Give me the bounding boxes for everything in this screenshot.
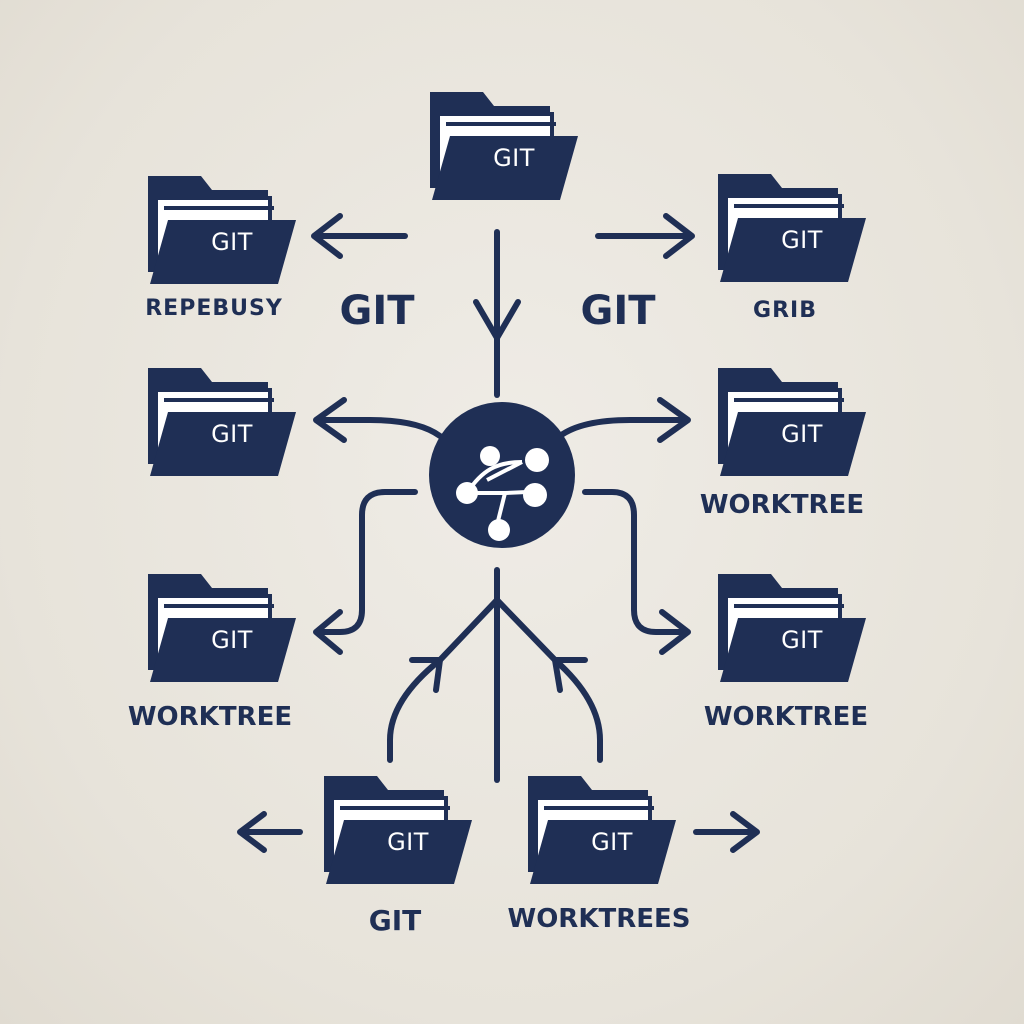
folder-icon [718, 174, 866, 282]
arrow-hub-left-3 [315, 489, 418, 635]
git-branch-network-icon [429, 402, 575, 548]
folder-label: GIT [781, 420, 823, 448]
arrow-hub-left-2 [315, 417, 443, 439]
folder-left-1: GIT [146, 172, 296, 284]
bottom-branch-left [387, 597, 500, 763]
folder-icon [718, 574, 866, 682]
arrow-hub-right-2 [557, 417, 689, 439]
arrow-hub-right-3 [582, 489, 689, 635]
arrow-bottom-left-head [237, 811, 267, 853]
folder-label: GIT [211, 228, 253, 256]
top-down-arrowhead [473, 299, 521, 341]
folder-right-2: GIT [716, 364, 866, 476]
folder-left-2: GIT [146, 364, 296, 476]
folder-label: GIT [211, 420, 253, 448]
folder-bottom-left: GIT [322, 772, 472, 884]
arrow-hub-left-2-head [313, 397, 347, 443]
arrow-hub-right-2-head [657, 397, 691, 443]
folder-right-1: GIT [716, 170, 866, 282]
folder-icon [324, 776, 472, 884]
caption-left-middle: GIT [339, 288, 415, 334]
caption-bottom-right: WORKTREES [507, 904, 691, 934]
folder-label: GIT [493, 144, 535, 172]
arrow-hub-left-3-head [313, 609, 343, 655]
arrow-hub-right-3-head [659, 609, 691, 655]
folder-top-center: GIT [428, 88, 578, 200]
folder-icon [148, 574, 296, 682]
folder-label: GIT [387, 828, 429, 856]
folder-label: GIT [591, 828, 633, 856]
git-hub-node [427, 400, 577, 550]
folder-icon [148, 176, 296, 284]
arrow-top-left-head [311, 213, 343, 259]
arrow-bottom-right-head [730, 811, 760, 853]
folder-bottom-right: GIT [526, 772, 676, 884]
caption-left-3: WORKTREE [127, 702, 293, 732]
folder-label: GIT [781, 626, 823, 654]
folder-right-3: GIT [716, 570, 866, 682]
folder-icon [430, 92, 578, 200]
folder-icon [718, 368, 866, 476]
caption-right-middle: GIT [580, 288, 656, 334]
caption-right-1: GRIB [753, 298, 817, 323]
caption-right-3: WORKTREE [703, 702, 869, 732]
arrow-top-right-head [663, 213, 695, 259]
caption-bottom-left: GIT [368, 904, 422, 937]
folder-label: GIT [781, 226, 823, 254]
caption-left-1: REPEBUSY [145, 296, 283, 321]
bottom-branch-left-head [409, 657, 443, 693]
folder-icon [148, 368, 296, 476]
folder-label: GIT [211, 626, 253, 654]
folder-icon [528, 776, 676, 884]
caption-right-2: WORKTREE [699, 490, 865, 520]
bottom-branch-right [494, 597, 603, 763]
bottom-branch-right-head [552, 657, 588, 693]
folder-left-3: GIT [146, 570, 296, 682]
